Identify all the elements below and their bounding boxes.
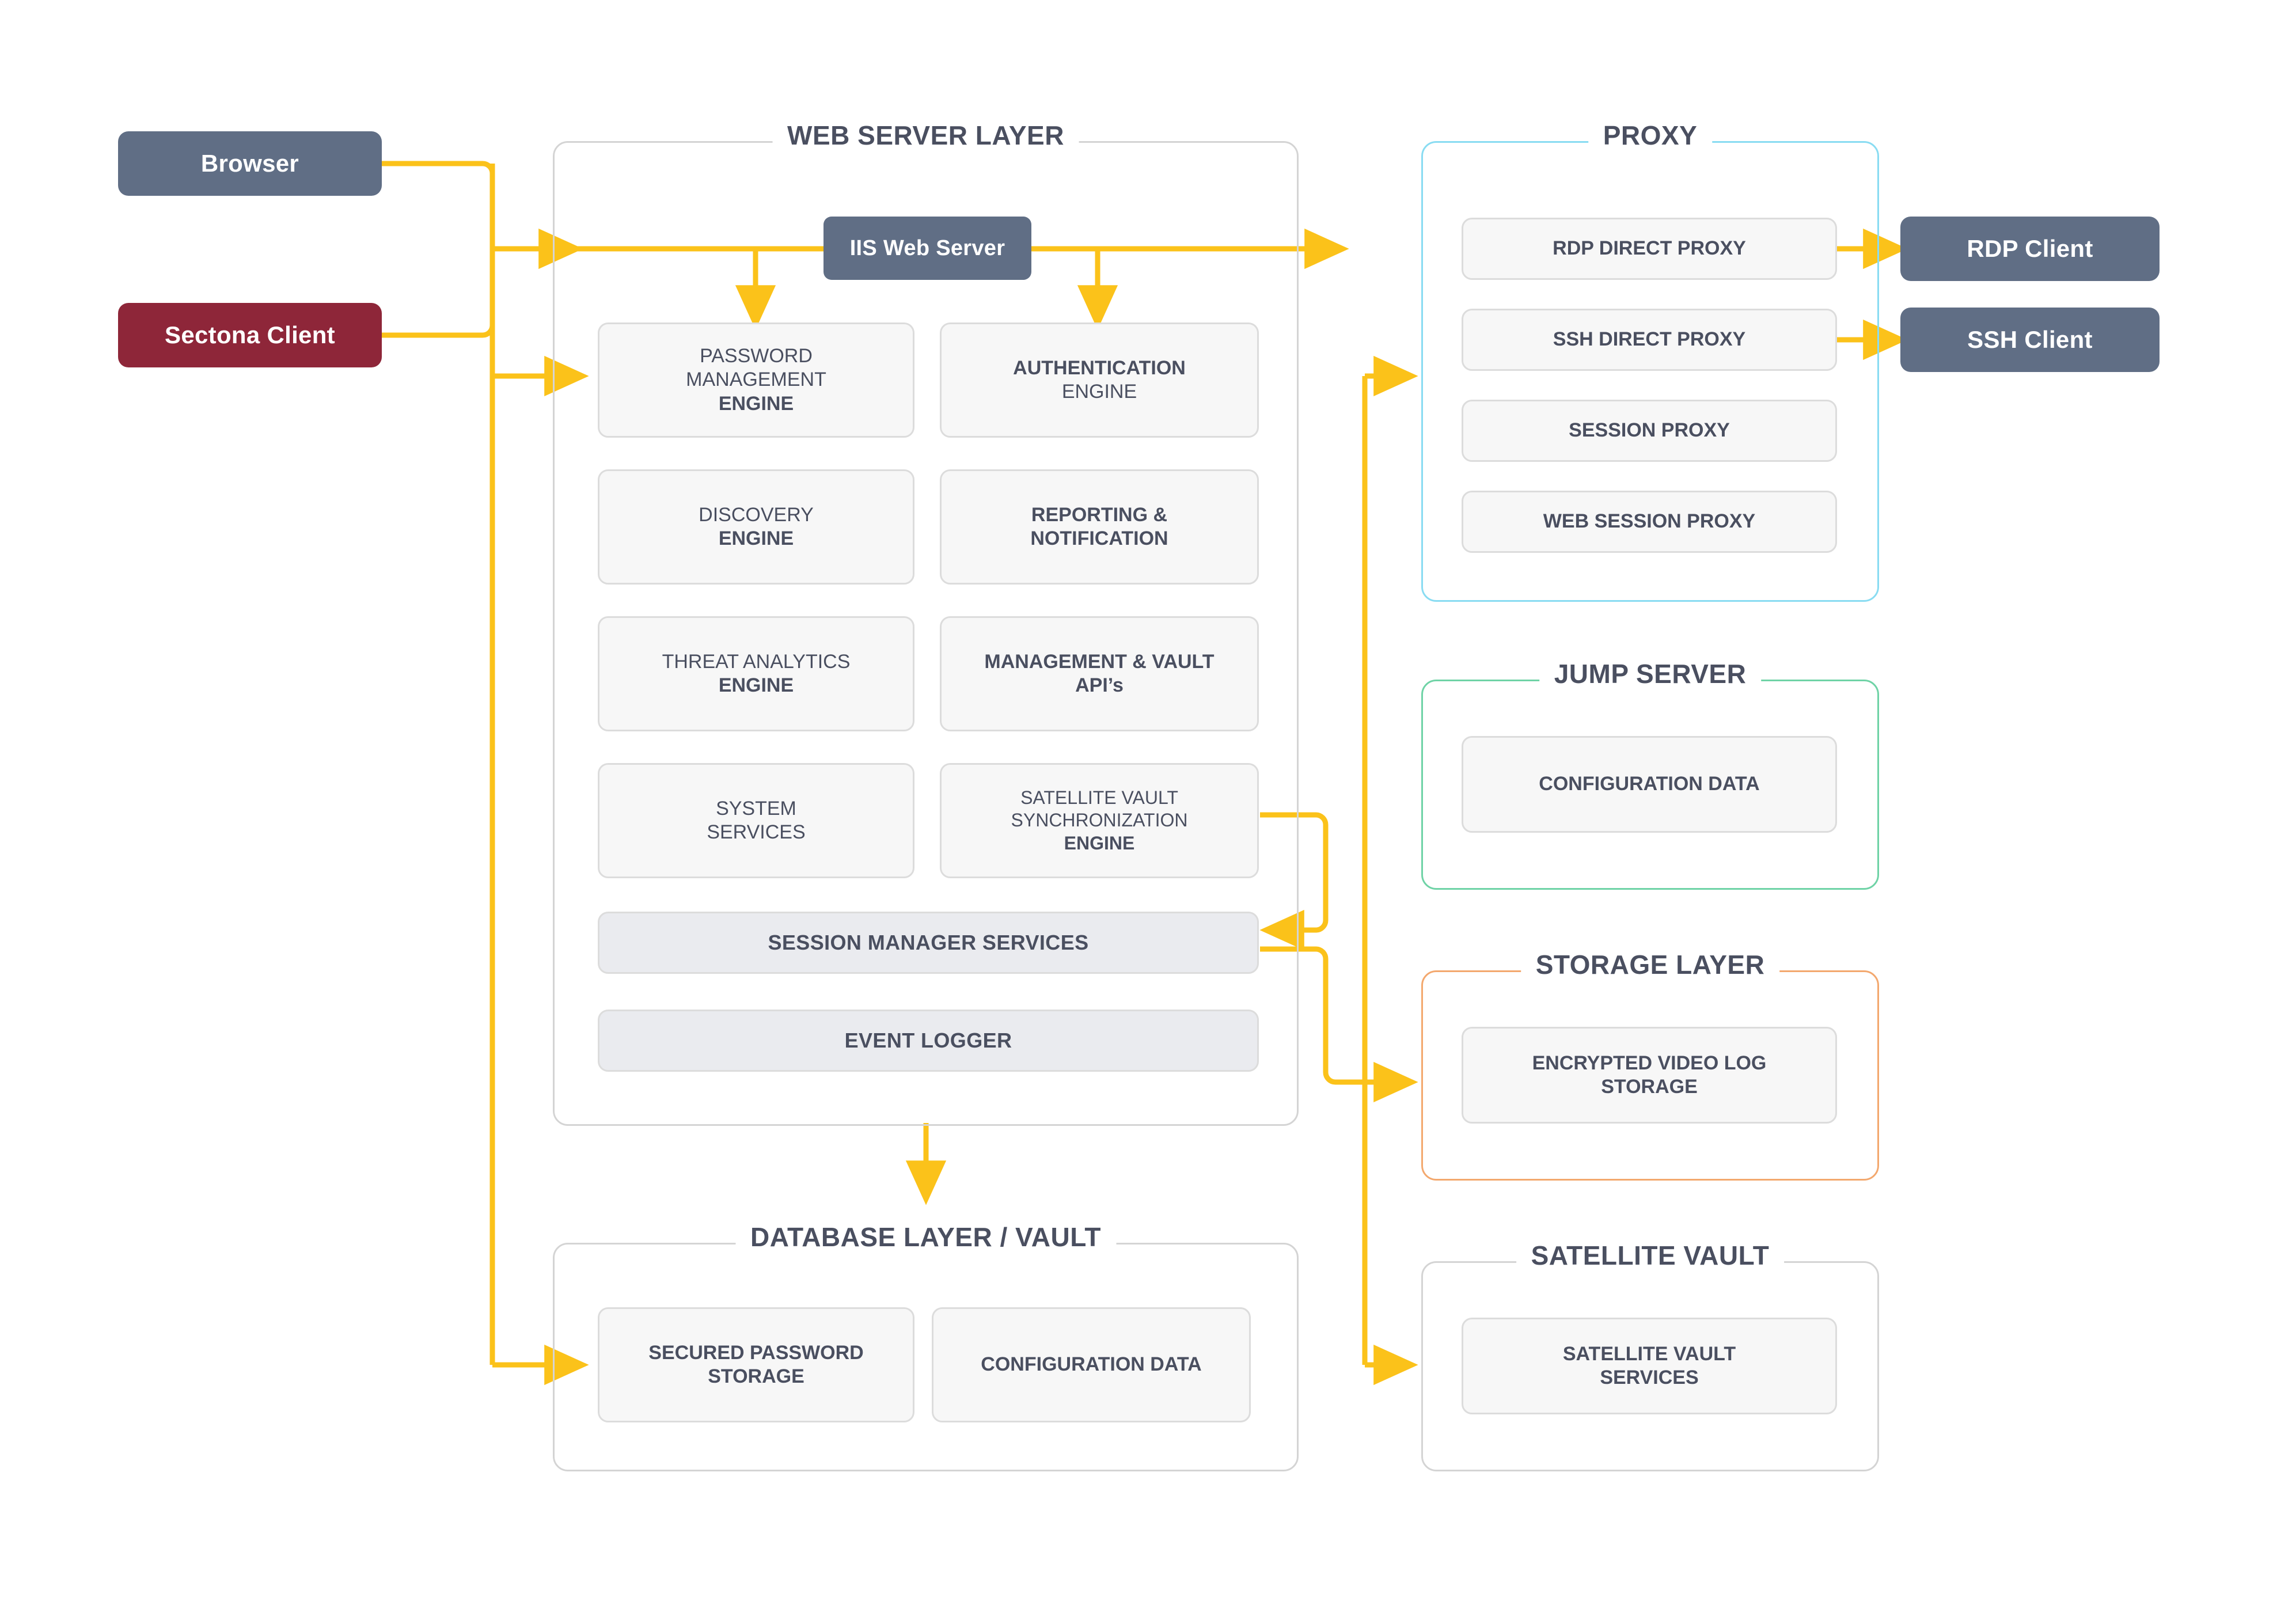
database-layer-group: DATABASE LAYER / VAULT: [553, 1221, 1299, 1471]
event-logger-bar[interactable]: EVENT LOGGER: [598, 1010, 1259, 1072]
svs-line2: SYNCHRONIZATION: [1011, 810, 1188, 831]
rdp-client-node[interactable]: RDP Client: [1900, 217, 2160, 281]
web-server-layer-group: WEB SERVER LAYER: [553, 120, 1299, 1126]
iis-web-server-label: IIS Web Server: [849, 236, 1005, 260]
sectona-client-node[interactable]: Sectona Client: [118, 303, 382, 367]
satellite-vault-sync-engine-card[interactable]: SATELLITE VAULT SYNCHRONIZATION ENGINE: [940, 763, 1259, 878]
password-management-engine-card[interactable]: PASSWORD MANAGEMENT ENGINE: [598, 322, 914, 438]
system-services-card[interactable]: SYSTEM SERVICES: [598, 763, 914, 878]
ssh-client-node[interactable]: SSH Client: [1900, 308, 2160, 372]
threat-line1: THREAT ANALYTICS: [662, 650, 851, 673]
jump-server-configuration-data-card[interactable]: CONFIGURATION DATA: [1462, 736, 1837, 833]
discovery-engine-card[interactable]: DISCOVERY ENGINE: [598, 469, 914, 585]
proxy-group: PROXY: [1421, 120, 1879, 602]
browser-label: Browser: [200, 150, 299, 177]
evl-line1: ENCRYPTED VIDEO LOG: [1532, 1052, 1767, 1074]
svs-line1: SATELLITE VAULT: [1020, 787, 1178, 809]
satellite-vault-group: SATELLITE VAULT: [1421, 1240, 1879, 1471]
browser-node[interactable]: Browser: [118, 131, 382, 196]
database-configuration-data-card[interactable]: CONFIGURATION DATA: [932, 1307, 1251, 1422]
auth-line1: AUTHENTICATION: [1013, 356, 1186, 379]
jump-server-group: JUMP SERVER: [1421, 658, 1879, 890]
rdp-direct-proxy-label: RDP DIRECT PROXY: [1553, 237, 1746, 260]
pm-line2: MANAGEMENT: [686, 369, 826, 391]
storage-layer-title: STORAGE LAYER: [1520, 949, 1780, 980]
mv-line2: API’s: [1075, 674, 1124, 696]
iis-web-server-node[interactable]: IIS Web Server: [823, 217, 1031, 280]
ssh-direct-proxy-label: SSH DIRECT PROXY: [1553, 328, 1746, 351]
web-session-proxy-label: WEB SESSION PROXY: [1543, 510, 1756, 533]
satellite-vault-title: SATELLITE VAULT: [1516, 1240, 1785, 1271]
rdp-client-label: RDP Client: [1967, 235, 2093, 262]
management-vault-apis-card[interactable]: MANAGEMENT & VAULT API’s: [940, 616, 1259, 731]
encrypted-video-log-storage-card[interactable]: ENCRYPTED VIDEO LOG STORAGE: [1462, 1027, 1837, 1124]
session-proxy-label: SESSION PROXY: [1569, 419, 1730, 442]
wire-browser-to-trunk: [381, 161, 495, 328]
disc-line2: ENGINE: [718, 528, 794, 549]
session-proxy-card[interactable]: SESSION PROXY: [1462, 400, 1837, 462]
reporting-notification-card[interactable]: REPORTING & NOTIFICATION: [940, 469, 1259, 585]
secured-password-storage-card[interactable]: SECURED PASSWORD STORAGE: [598, 1307, 914, 1422]
db-configuration-data-label: CONFIGURATION DATA: [981, 1353, 1202, 1376]
evl-line2: STORAGE: [1601, 1076, 1698, 1098]
database-layer-title: DATABASE LAYER / VAULT: [735, 1221, 1117, 1253]
threat-analytics-engine-card[interactable]: THREAT ANALYTICS ENGINE: [598, 616, 914, 731]
proxy-title: PROXY: [1588, 120, 1713, 151]
sys-line1: SYSTEM: [716, 797, 796, 819]
storage-layer-group: STORAGE LAYER: [1421, 949, 1879, 1181]
ssh-client-label: SSH Client: [1967, 326, 2093, 353]
web-server-layer-title: WEB SERVER LAYER: [772, 120, 1079, 151]
wire-sectona-to-trunk: [381, 253, 495, 338]
rep-line1: REPORTING &: [1031, 503, 1168, 526]
jump-server-title: JUMP SERVER: [1539, 658, 1762, 689]
satellite-vault-services-card[interactable]: SATELLITE VAULT SERVICES: [1462, 1318, 1837, 1414]
session-manager-services-bar[interactable]: SESSION MANAGER SERVICES: [598, 912, 1259, 974]
wire-session-manager-to-storage: [1260, 946, 1418, 1103]
mv-line1: MANAGEMENT & VAULT: [984, 650, 1215, 673]
rdp-direct-proxy-card[interactable]: RDP DIRECT PROXY: [1462, 218, 1837, 280]
sectona-client-label: Sectona Client: [165, 321, 335, 348]
rep-line2: NOTIFICATION: [1030, 528, 1168, 549]
session-manager-services-label: SESSION MANAGER SERVICES: [768, 931, 1089, 954]
authentication-engine-card[interactable]: AUTHENTICATION ENGINE: [940, 322, 1259, 438]
svc-line1: SATELLITE VAULT: [1562, 1342, 1736, 1365]
pm-line1: PASSWORD: [700, 344, 813, 367]
sps-line2: STORAGE: [708, 1365, 804, 1387]
wire-sync-engine-to-session-manager: [1259, 812, 1329, 951]
ssh-direct-proxy-card[interactable]: SSH DIRECT PROXY: [1462, 309, 1837, 371]
sys-line2: SERVICES: [707, 821, 806, 843]
event-logger-label: EVENT LOGGER: [844, 1029, 1012, 1052]
threat-line2: ENGINE: [718, 674, 794, 696]
svs-line3: ENGINE: [1064, 832, 1135, 853]
pm-line3: ENGINE: [718, 392, 794, 415]
disc-line1: DISCOVERY: [699, 503, 814, 526]
auth-line2: ENGINE: [1061, 381, 1137, 403]
jump-configuration-data-label: CONFIGURATION DATA: [1539, 773, 1760, 795]
web-session-proxy-card[interactable]: WEB SESSION PROXY: [1462, 491, 1837, 553]
sps-line1: SECURED PASSWORD: [648, 1341, 864, 1364]
svc-line2: SERVICES: [1600, 1367, 1699, 1388]
